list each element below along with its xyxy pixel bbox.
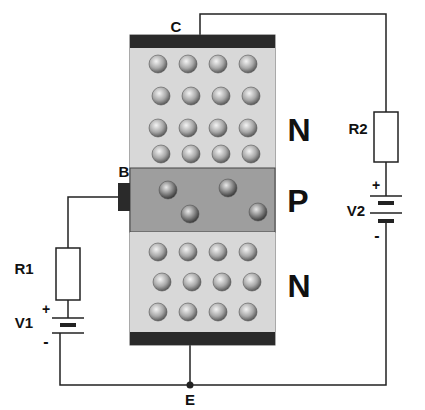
carrier-ball: [149, 243, 167, 261]
component-name: R2: [348, 121, 367, 136]
carrier-ball: [212, 145, 230, 163]
resistor-symbol: [56, 248, 80, 300]
carrier-ball: [239, 55, 257, 73]
carrier-ball: [149, 55, 167, 73]
carrier-ball: [243, 273, 261, 291]
region-name: N: [287, 114, 310, 146]
p-region: [130, 168, 275, 232]
carrier-ball: [209, 303, 227, 321]
carrier-ball: [182, 145, 200, 163]
carrier-ball: [183, 273, 201, 291]
region-name: N: [287, 270, 310, 302]
carrier-ball: [249, 203, 267, 221]
component-name: V1: [15, 315, 33, 330]
component-name: V2: [347, 203, 365, 218]
carrier-ball: [181, 205, 199, 223]
collector-contact: [130, 35, 275, 48]
terminal-name: C: [171, 19, 182, 34]
polarity-sign: -: [43, 334, 48, 350]
polarity-sign: -: [374, 228, 379, 244]
terminal-name: E: [185, 392, 195, 407]
emitter-contact: [130, 332, 275, 345]
carrier-ball: [209, 55, 227, 73]
transistor-body: [130, 35, 275, 345]
carrier-ball: [239, 303, 257, 321]
junction-dot: [187, 382, 194, 389]
carrier-ball: [242, 145, 260, 163]
region-name: P: [287, 185, 308, 217]
carrier-ball: [149, 119, 167, 137]
resistor-symbol: [374, 112, 398, 162]
carrier-ball: [153, 273, 171, 291]
n-region: [130, 48, 275, 168]
charge-carriers: [149, 55, 267, 321]
carrier-ball: [179, 55, 197, 73]
carrier-ball: [239, 243, 257, 261]
component-name: R1: [14, 261, 33, 276]
carrier-ball: [152, 87, 170, 105]
carrier-ball: [182, 87, 200, 105]
carrier-ball: [149, 303, 167, 321]
terminal-name: B: [119, 164, 130, 179]
carrier-ball: [213, 273, 231, 291]
carrier-ball: [179, 119, 197, 137]
n-region: [130, 232, 275, 332]
carrier-ball: [209, 119, 227, 137]
carrier-ball: [209, 243, 227, 261]
carrier-ball: [179, 243, 197, 261]
carrier-ball: [152, 145, 170, 163]
carrier-ball: [219, 179, 237, 197]
battery-symbol: [52, 318, 84, 333]
carrier-ball: [212, 87, 230, 105]
carrier-ball: [159, 181, 177, 199]
wire: [60, 14, 386, 385]
carrier-ball: [179, 303, 197, 321]
carrier-ball: [239, 119, 257, 137]
carrier-ball: [242, 87, 260, 105]
base-contact: [118, 183, 130, 211]
polarity-sign: +: [42, 302, 50, 316]
polarity-sign: +: [372, 178, 380, 192]
battery-symbol: [370, 196, 402, 221]
